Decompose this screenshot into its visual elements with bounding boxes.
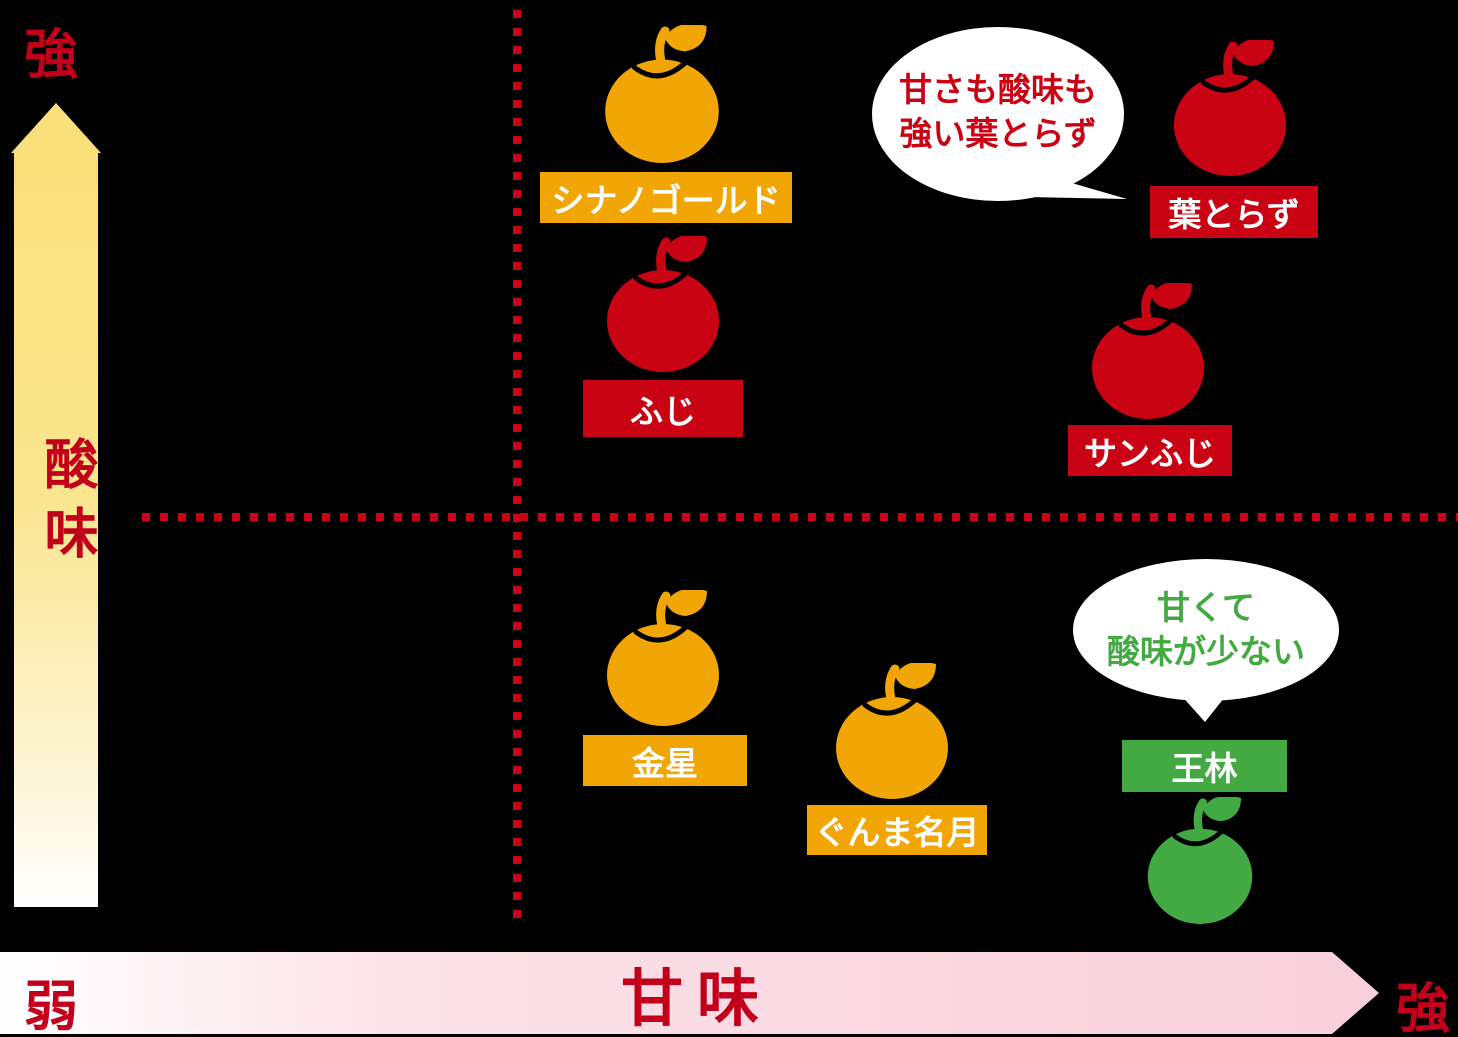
speech-bubble-shape bbox=[872, 27, 1127, 201]
variety-label-ourin: 王林 bbox=[1122, 740, 1287, 792]
apple-icon-shinano-gold bbox=[601, 25, 723, 163]
variety-label-hatorazu: 葉とらず bbox=[1150, 186, 1318, 238]
variety-label-shinano-gold: シナノゴールド bbox=[540, 172, 792, 223]
apple-icon-ourin bbox=[1144, 797, 1256, 924]
apple-icon-gunma-meigetsu bbox=[832, 663, 952, 799]
variety-label-sanfuji: サンふじ bbox=[1068, 425, 1232, 476]
y-axis-arrow bbox=[11, 103, 101, 907]
x-axis-weak-label: 弱 bbox=[24, 977, 78, 1037]
apple-icon-kinsei bbox=[603, 590, 723, 726]
x-axis-title: 甘味 bbox=[620, 965, 773, 1034]
apple-icon-sanfuji bbox=[1088, 283, 1208, 419]
variety-label-gunma-meigetsu: ぐんま名月 bbox=[807, 805, 987, 855]
quadrant-horizontal-dotted-line bbox=[142, 513, 1458, 521]
variety-label-kinsei: 金星 bbox=[583, 735, 747, 786]
speech-bubble-ourin-text: 甘くて 酸味が少ない bbox=[1107, 589, 1305, 671]
y-axis-strong-label: 強 bbox=[24, 25, 78, 85]
apple-icon-hatorazu bbox=[1170, 40, 1290, 176]
x-axis-arrow-bar bbox=[0, 952, 1332, 1034]
x-axis-arrowhead bbox=[1332, 952, 1379, 1034]
apple-icon-fuji bbox=[603, 236, 723, 372]
speech-bubble-ourin bbox=[1072, 558, 1340, 724]
speech-bubble-hatorazu-text: 甘さも酸味も 強い葉とらず bbox=[899, 71, 1097, 153]
x-axis-strong-label: 強 bbox=[1396, 979, 1450, 1037]
speech-bubble-shape bbox=[1073, 559, 1339, 722]
speech-bubble-hatorazu bbox=[871, 27, 1129, 205]
y-axis-title: 酸味 bbox=[36, 436, 96, 575]
quadrant-vertical-dotted-line bbox=[513, 10, 521, 920]
variety-label-fuji: ふじ bbox=[583, 380, 743, 437]
